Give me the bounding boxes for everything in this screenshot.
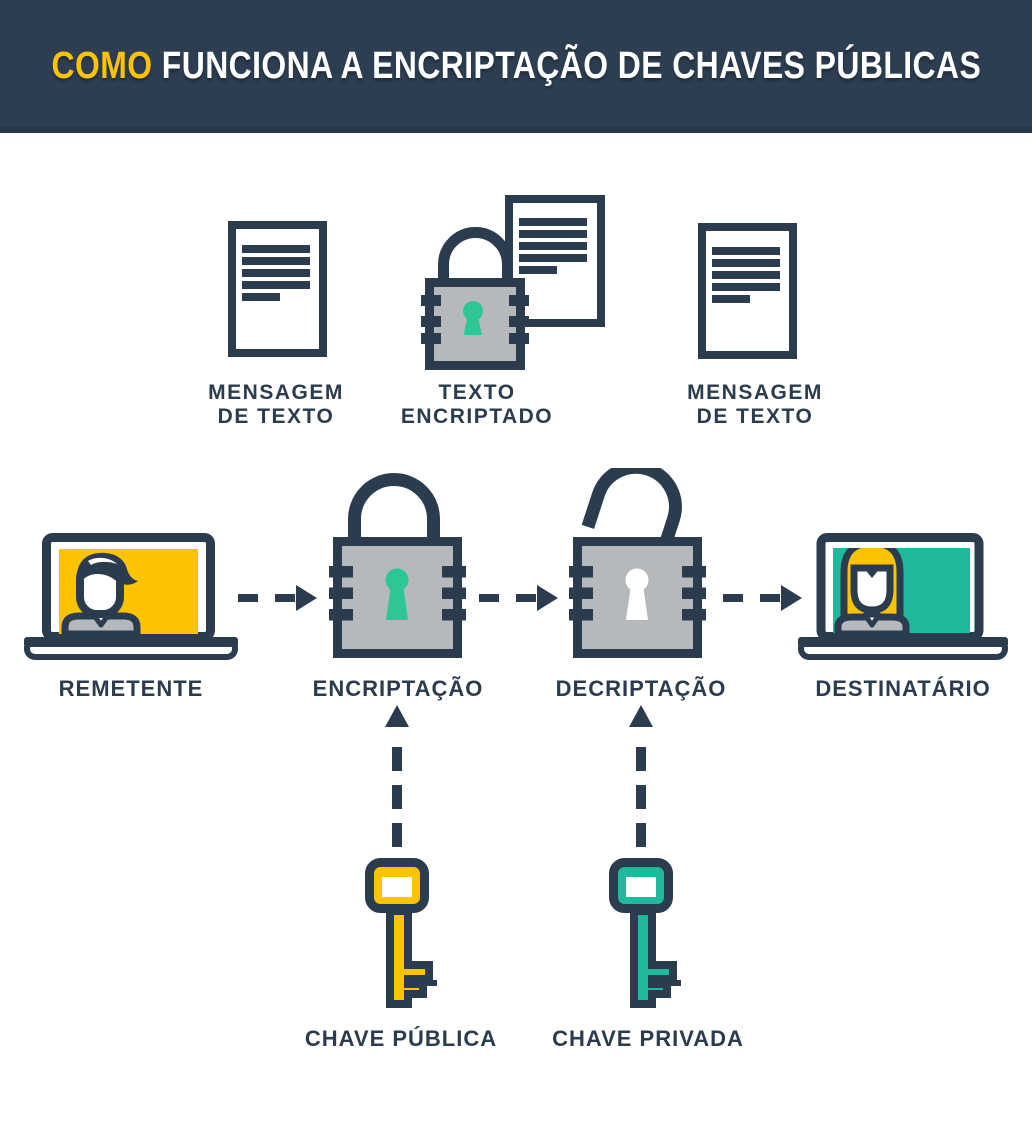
camera-dot <box>124 534 133 538</box>
yellow-key-icon <box>365 858 437 1008</box>
camera-dot <box>896 534 905 538</box>
green-key-icon <box>609 858 681 1008</box>
text-lines <box>712 247 780 303</box>
label-encrypted-text: TEXTO ENCRIPTADO <box>400 381 554 428</box>
label-decryption: DECRIPTAÇÃO <box>555 676 727 701</box>
padlock-icon <box>421 227 529 370</box>
label-encryption: ENCRIPTAÇÃO <box>312 676 484 701</box>
header: COMO FUNCIONA A ENCRIPTAÇÃO DE CHAVES PÚ… <box>0 0 1032 133</box>
keyhole-icon <box>463 301 483 335</box>
label-text-message-2: MENSAGEM DE TEXTO <box>687 381 823 428</box>
label-text-message-1: MENSAGEM DE TEXTO <box>208 381 344 428</box>
padlock-open-icon <box>569 468 706 658</box>
flow-arrow-icon <box>479 585 558 611</box>
flow-arrow-icon <box>723 585 802 611</box>
title-rest: FUNCIONA A ENCRIPTAÇÃO DE CHAVES PÚBLICA… <box>152 45 981 87</box>
keyhole-icon <box>385 568 409 620</box>
laptop-recipient-icon <box>798 533 1008 660</box>
recipient-avatar <box>834 548 910 633</box>
fringe <box>862 566 882 578</box>
label-recipient: DESTINATÁRIO <box>815 676 991 701</box>
page-title: COMO FUNCIONA A ENCRIPTAÇÃO DE CHAVES PÚ… <box>51 45 981 88</box>
up-arrow-icon <box>629 705 653 858</box>
sender-avatar <box>61 552 141 634</box>
label-private-key: CHAVE PRIVADA <box>552 1026 744 1051</box>
keyhole-icon <box>625 568 649 620</box>
encrypted-document-icon <box>421 195 605 370</box>
laptop-sender-icon <box>24 533 238 660</box>
label-sender: REMETENTE <box>58 676 204 701</box>
document-icon <box>228 221 327 357</box>
label-public-key: CHAVE PÚBLICA <box>304 1026 498 1051</box>
padlock-closed-icon <box>329 473 466 658</box>
flow-arrow-icon <box>238 585 317 611</box>
title-highlight: COMO <box>51 45 153 87</box>
document-icon <box>698 223 797 359</box>
up-arrow-icon <box>385 705 409 858</box>
text-lines <box>242 245 310 301</box>
